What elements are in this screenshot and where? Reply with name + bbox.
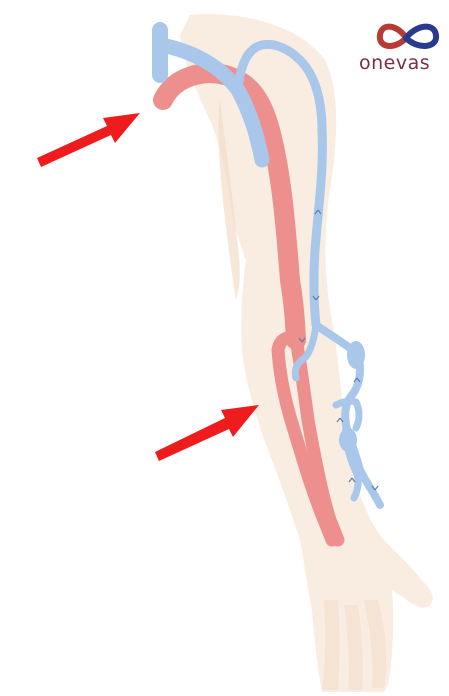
pointer-arrow-upper	[37, 113, 140, 167]
brand-name: onevas	[359, 52, 430, 74]
brand-logo-icon	[380, 27, 436, 46]
pointer-arrow-lower	[155, 405, 259, 461]
